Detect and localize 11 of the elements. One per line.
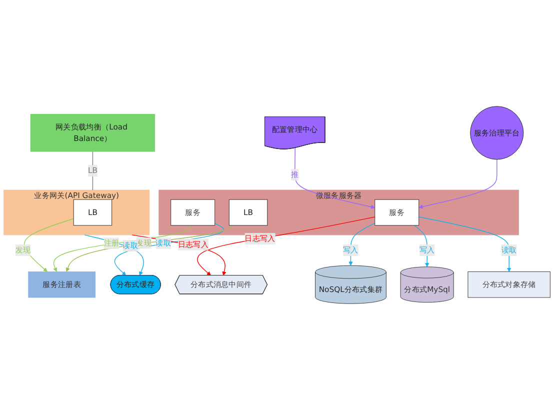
arrow bbox=[66, 225, 233, 272]
arrow bbox=[418, 216, 512, 272]
arrow bbox=[132, 234, 226, 276]
arrow bbox=[418, 159, 498, 209]
arrow bbox=[197, 216, 376, 276]
arrow bbox=[24, 218, 74, 272]
arrow bbox=[414, 225, 430, 268]
arrow bbox=[53, 225, 191, 272]
arrow bbox=[294, 148, 376, 209]
connector bbox=[92, 151, 94, 190]
arrow bbox=[348, 222, 376, 266]
